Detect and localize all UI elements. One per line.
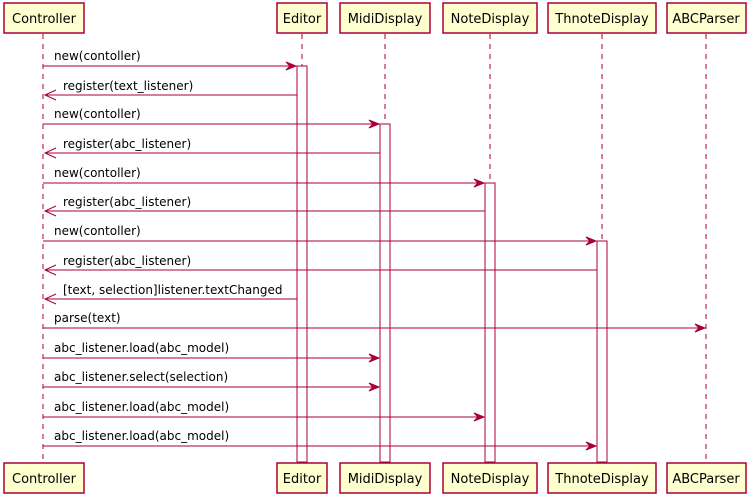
message-label: abc_listener.load(abc_model) [54,400,229,414]
participant-mididisplay-top[interactable]: MidiDisplay [339,2,431,34]
participant-label: NoteDisplay [451,472,530,487]
participant-abcparser-bottom[interactable]: ABCParser [666,462,747,494]
arrow-right-icon [473,178,486,188]
message-label: abc_listener.select(selection) [54,370,228,384]
message-12[interactable]: abc_listener.select(selection) [43,370,381,392]
message-14[interactable]: abc_listener.load(abc_model) [43,429,598,451]
message-9[interactable]: [text, selection]listener.textChanged [43,283,297,305]
message-8[interactable]: register(abc_listener) [43,254,597,276]
arrow-right-icon [473,412,486,422]
message-label: register(abc_listener) [63,195,191,209]
participant-label: Editor [283,472,322,487]
participant-label: Controller [12,12,77,27]
message-2[interactable]: register(text_listener) [43,79,297,101]
participants-top: Controller Editor MidiDisplay NoteDispla… [3,2,747,34]
arrow-right-icon [585,236,598,246]
participant-label: ABCParser [672,12,740,27]
participant-label: NoteDisplay [451,12,530,27]
arrow-right-icon [368,119,381,129]
activation-mididisplay [379,123,391,463]
message-10[interactable]: parse(text) [43,311,707,333]
arrow-right-icon [368,353,381,363]
activations [296,65,608,463]
arrow-right-icon [694,323,707,333]
message-label: new(contoller) [54,166,141,180]
activation-editor [296,65,308,463]
participant-thnotedisplay-top[interactable]: ThnoteDisplay [547,2,657,34]
message-label: register(abc_listener) [63,254,191,268]
participant-thnotedisplay-bottom[interactable]: ThnoteDisplay [547,462,657,494]
participant-editor-bottom[interactable]: Editor [276,462,328,494]
message-label: register(text_listener) [63,79,193,93]
participant-label: ABCParser [672,472,740,487]
participant-notedisplay-bottom[interactable]: NoteDisplay [442,462,538,494]
participant-label: MidiDisplay [348,472,423,487]
message-label: new(contoller) [54,224,141,238]
arrow-left-icon [43,205,57,217]
arrow-right-icon [285,61,298,71]
participant-mididisplay-bottom[interactable]: MidiDisplay [339,462,431,494]
message-label: parse(text) [54,311,121,325]
participant-label: Controller [12,472,77,487]
message-4[interactable]: register(abc_listener) [43,137,380,159]
message-5[interactable]: new(contoller) [43,166,486,188]
message-11[interactable]: abc_listener.load(abc_model) [43,341,381,363]
message-label: abc_listener.load(abc_model) [54,341,229,355]
message-label: [text, selection]listener.textChanged [63,283,283,297]
activation-thnotedisplay [596,240,608,463]
participant-label: Editor [283,12,322,27]
message-label: register(abc_listener) [63,137,191,151]
message-13[interactable]: abc_listener.load(abc_model) [43,400,486,422]
participant-controller-bottom[interactable]: Controller [3,462,85,494]
participant-notedisplay-top[interactable]: NoteDisplay [442,2,538,34]
message-1[interactable]: new(contoller) [43,49,298,71]
arrow-right-icon [585,441,598,451]
arrow-right-icon [368,382,381,392]
participant-label: ThnoteDisplay [554,472,649,487]
participant-editor-top[interactable]: Editor [276,2,328,34]
message-label: new(contoller) [54,49,141,63]
participant-label: ThnoteDisplay [554,12,649,27]
participant-label: MidiDisplay [348,12,423,27]
participant-abcparser-top[interactable]: ABCParser [666,2,747,34]
activation-notedisplay [484,182,496,463]
arrow-left-icon [43,147,57,159]
message-label: new(contoller) [54,107,141,121]
arrow-left-icon [43,293,57,305]
arrow-left-icon [43,89,57,101]
participants-bottom: Controller Editor MidiDisplay NoteDispla… [3,462,747,494]
participant-controller-top[interactable]: Controller [3,2,85,34]
message-7[interactable]: new(contoller) [43,224,598,246]
message-3[interactable]: new(contoller) [43,107,381,129]
messages: new(contoller) register(text_listener) n… [43,49,707,451]
message-6[interactable]: register(abc_listener) [43,195,485,217]
arrow-left-icon [43,264,57,276]
message-label: abc_listener.load(abc_model) [54,429,229,443]
